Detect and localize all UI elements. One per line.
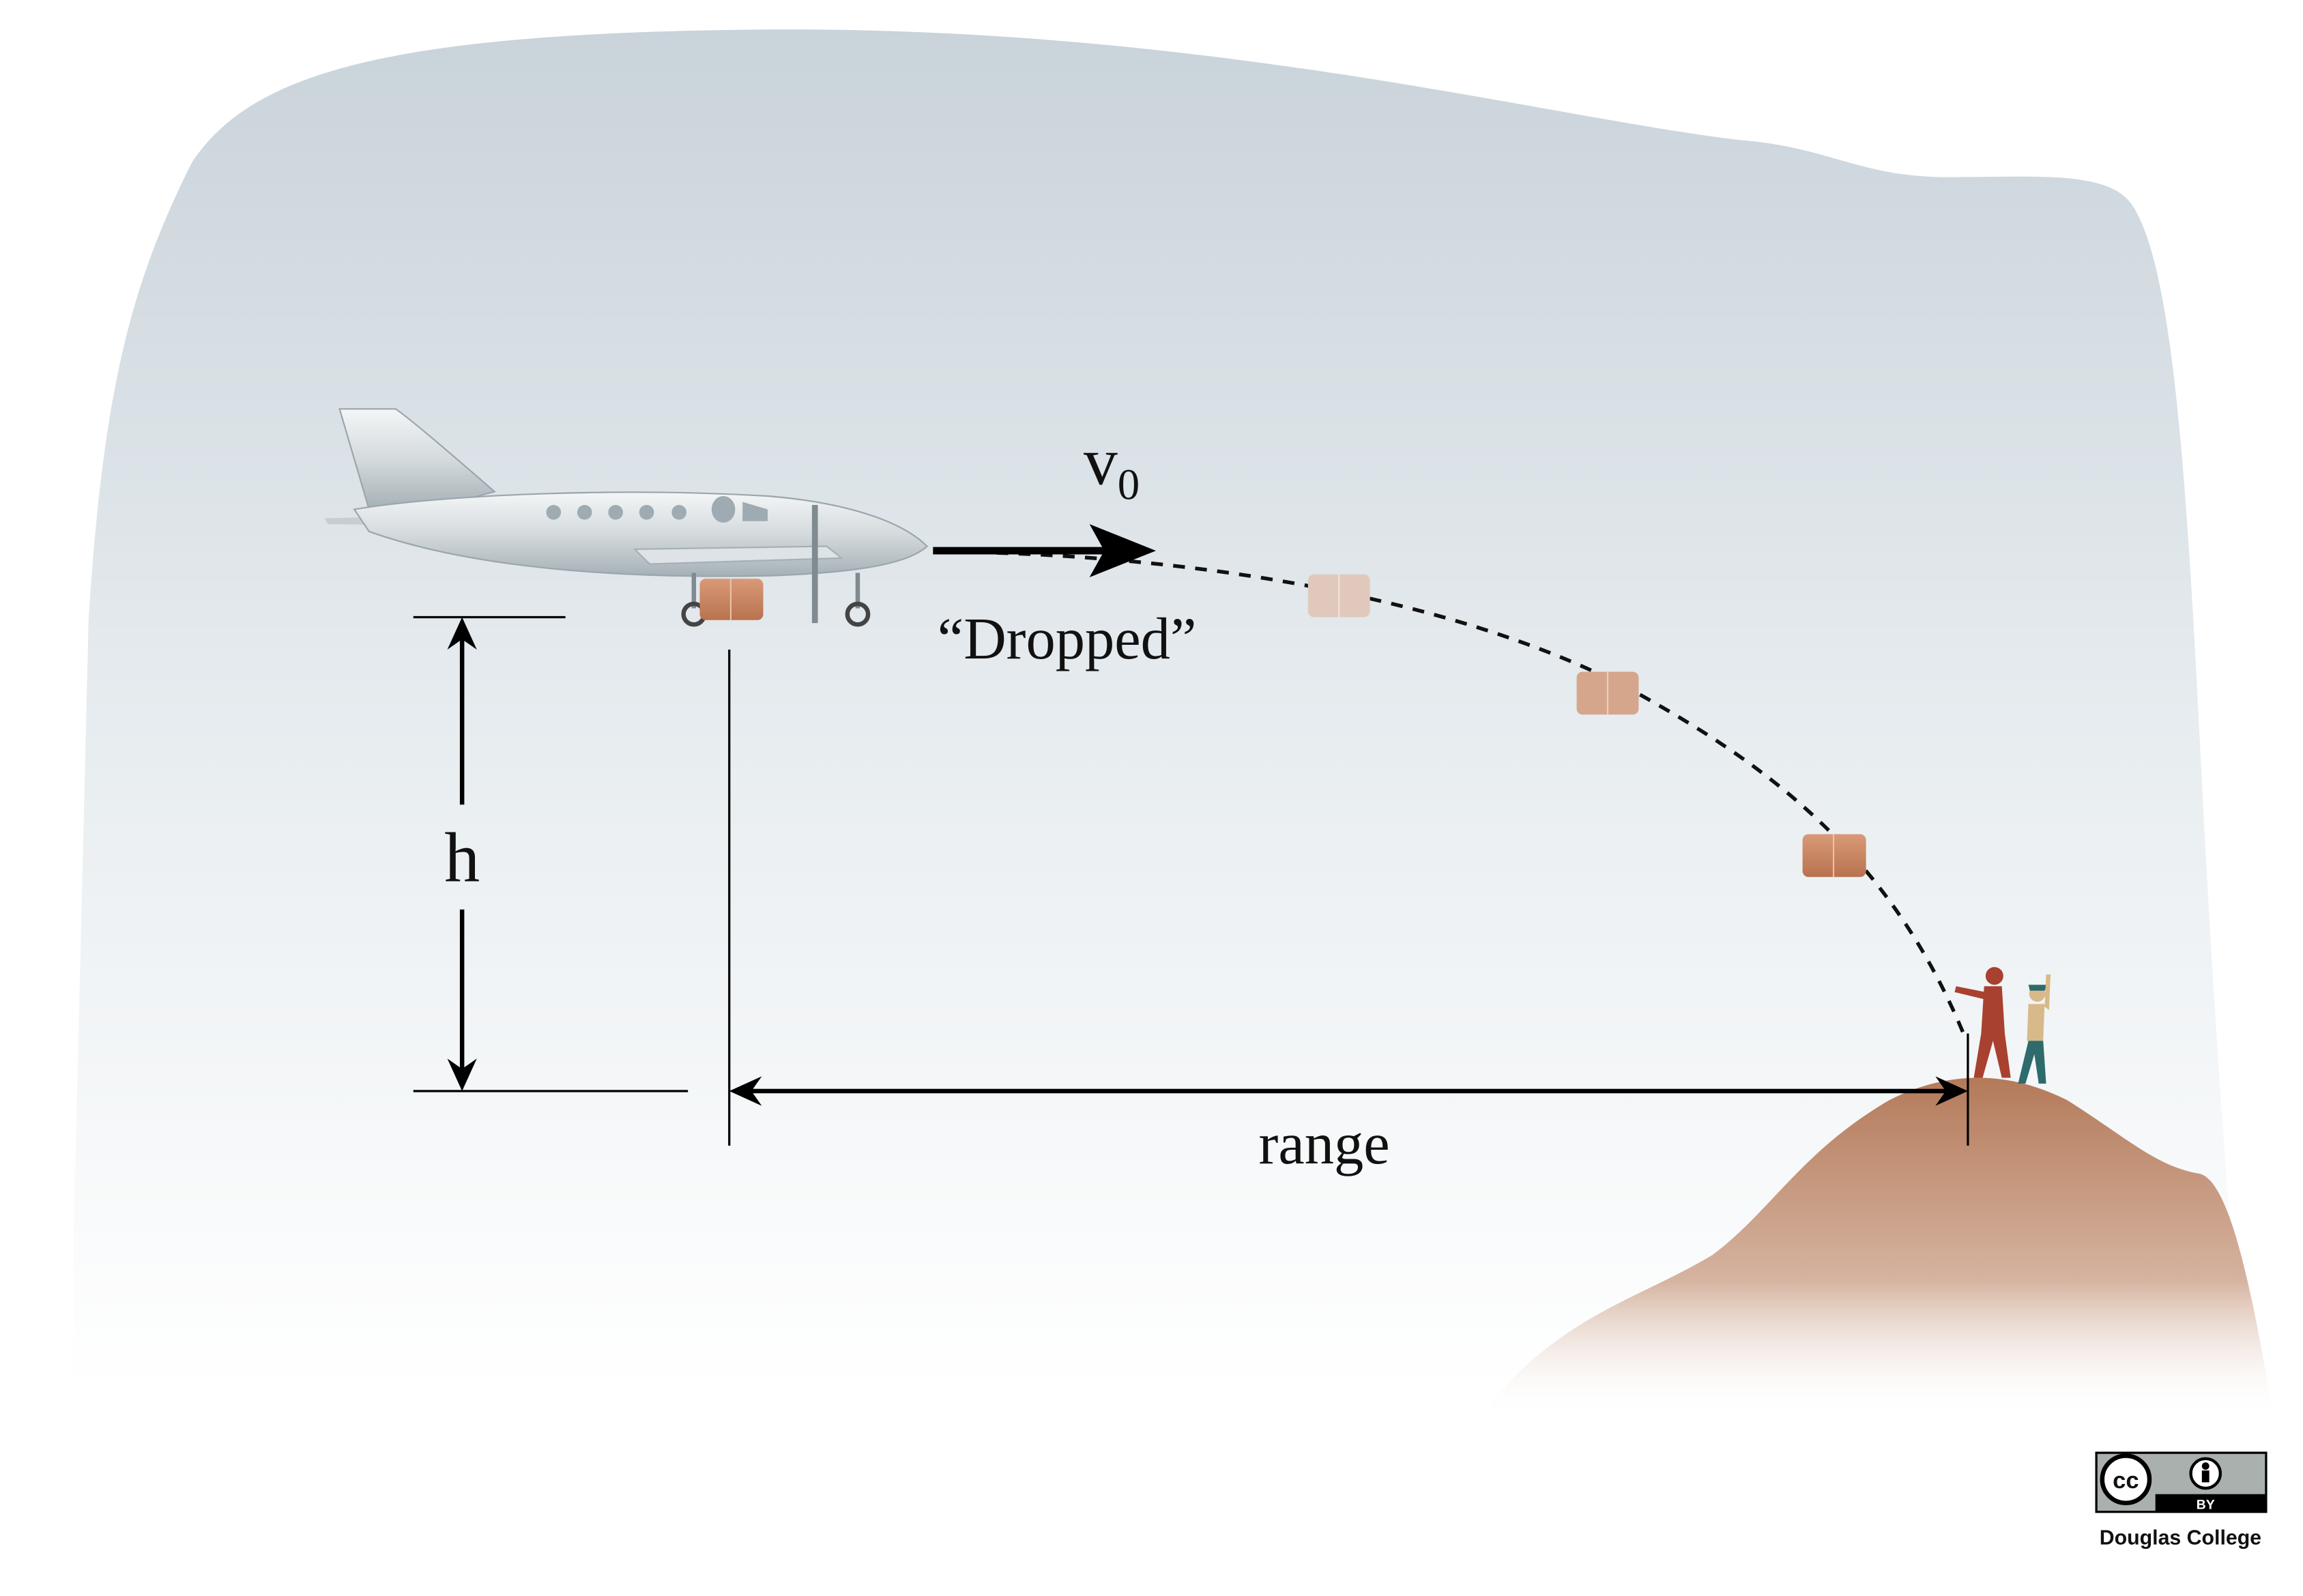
height-dimension xyxy=(413,615,689,1092)
person-icon xyxy=(1954,967,2011,1078)
velocity-symbol: v xyxy=(1084,424,1118,499)
credit-text: Douglas College xyxy=(2100,1526,2261,1549)
hill-icon xyxy=(1491,1077,2274,1418)
by-text: BY xyxy=(2197,1497,2215,1512)
range-dimension xyxy=(728,650,1969,1146)
cc-by-icon: cc BY xyxy=(2095,1451,2268,1513)
sky-background xyxy=(74,29,2244,1388)
cc-text: cc xyxy=(2113,1468,2139,1494)
airplane-icon xyxy=(324,408,929,627)
velocity-label: v0 xyxy=(1084,424,1140,510)
package-icon xyxy=(1802,834,1866,877)
package-icon xyxy=(699,579,764,620)
package-icon xyxy=(1576,671,1639,715)
range-label: range xyxy=(1259,1111,1390,1176)
velocity-subscript: 0 xyxy=(1118,460,1140,509)
height-label: h xyxy=(444,819,480,897)
trajectory-path xyxy=(974,550,1965,1034)
velocity-arrow xyxy=(933,524,1156,578)
person-icon xyxy=(2018,974,2051,1084)
package-icon xyxy=(1307,574,1370,618)
dropped-label: “Dropped” xyxy=(938,606,1197,671)
